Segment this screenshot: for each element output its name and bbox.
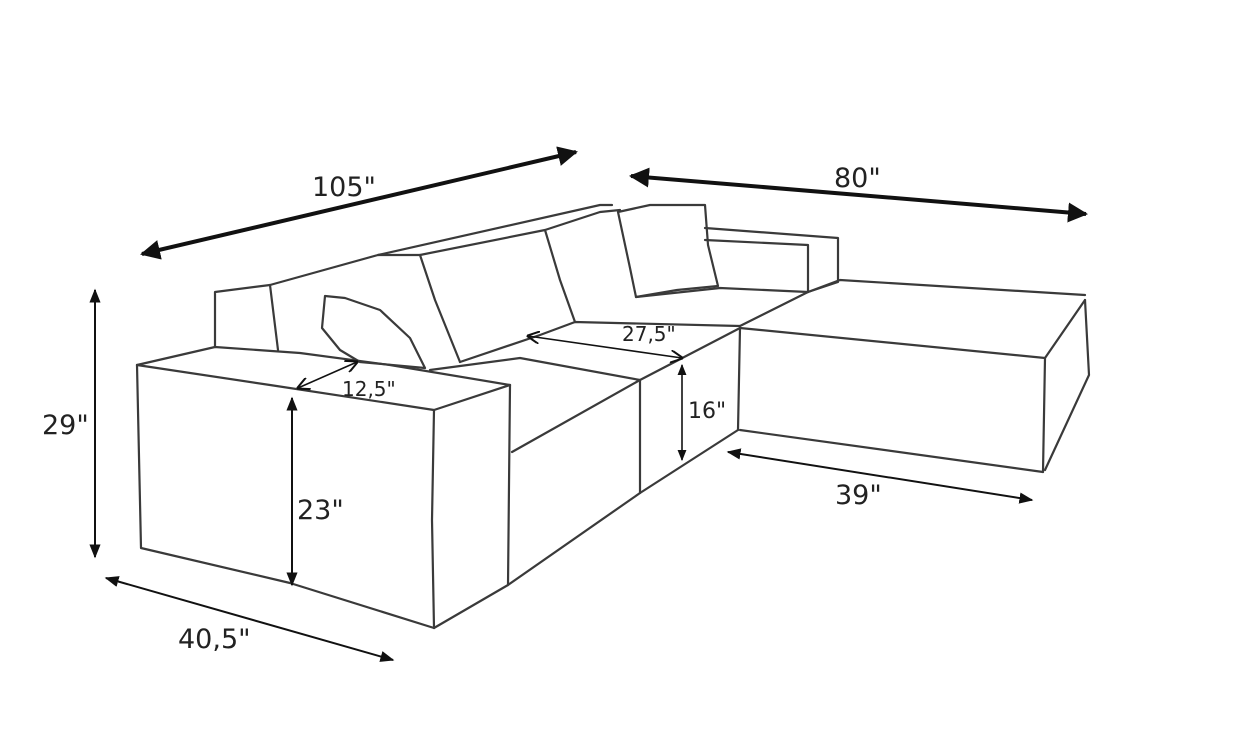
seat — [428, 320, 742, 587]
dimension-labels: 105" 80" 29" 40,5" 23" 12,5" 27,5" 16" 3… — [42, 163, 882, 655]
chaise-width-label: 80" — [834, 163, 881, 194]
sofa-drawing — [135, 203, 1091, 630]
left-armrest — [135, 345, 512, 630]
seat-depth-arrow — [528, 336, 682, 358]
arm-width-label: 12,5" — [342, 377, 396, 401]
arm-height-label: 23" — [297, 495, 344, 526]
seat-height-label: 16" — [688, 399, 726, 424]
depth-arrow — [104, 576, 395, 662]
seat-depth-label: 27,5" — [622, 322, 676, 346]
back-right-armrest — [634, 226, 840, 328]
back-left-armrest — [213, 253, 422, 352]
arm-width-arrow — [298, 362, 357, 388]
total-width-arrow — [140, 146, 578, 260]
right-cushion — [616, 203, 720, 299]
total-width-label: 105" — [312, 172, 376, 203]
left-cushion — [320, 294, 427, 370]
chaise-depth-arrow — [726, 448, 1034, 504]
chaise-depth-label: 39" — [835, 480, 882, 511]
chaise-width-arrow — [629, 167, 1088, 223]
total-height-label: 29" — [42, 410, 89, 441]
dimension-lines — [89, 146, 1088, 662]
depth-label: 40,5" — [178, 624, 251, 655]
chaise — [738, 278, 1091, 474]
backrest — [376, 203, 622, 364]
